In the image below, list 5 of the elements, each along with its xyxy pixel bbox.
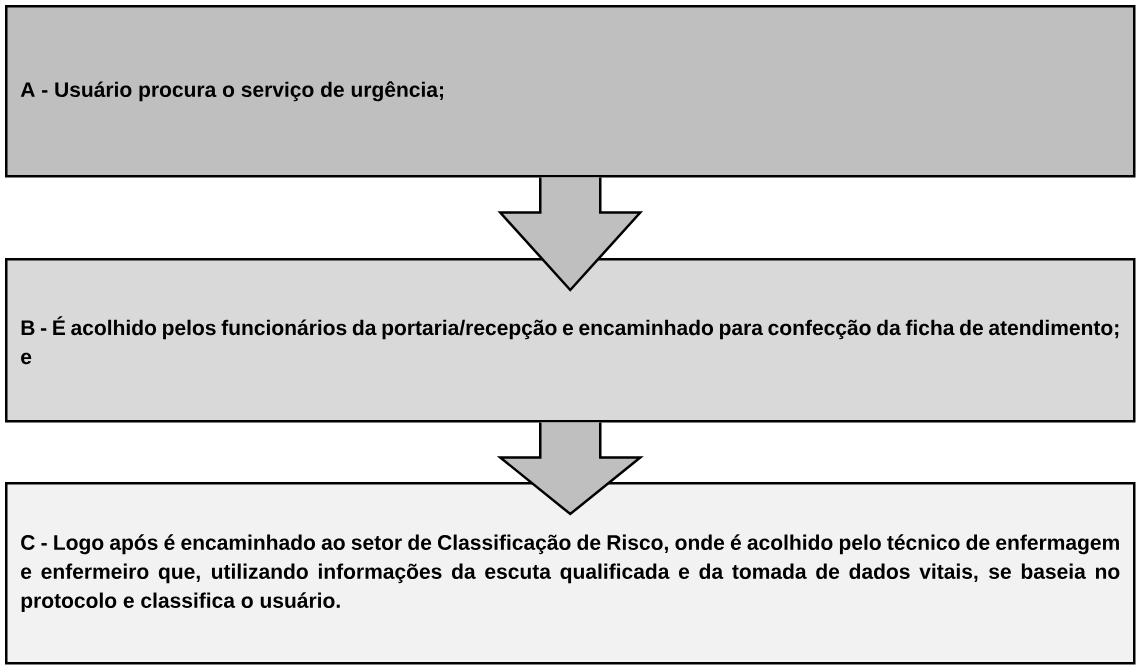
process-box: A - Usuário procura o serviço de urgência;	[5, 5, 1136, 178]
block-arrow	[497, 176, 644, 292]
process-box: B - É acolhido pelos funcionários da portaria/recepção e encaminhado para confecção da ficha de atendimento; e	[5, 258, 1136, 423]
process-box: C - Logo após é encaminhado ao setor de Classificação de Risco, onde é acolhido pelo técnico de enfermagem e enfermeiro que, utilizando informações da escuta qualificada e da tomada de dados vitais, se baseia no protocolo e classifica o usuário.	[5, 482, 1136, 665]
block-arrow	[496, 421, 644, 516]
